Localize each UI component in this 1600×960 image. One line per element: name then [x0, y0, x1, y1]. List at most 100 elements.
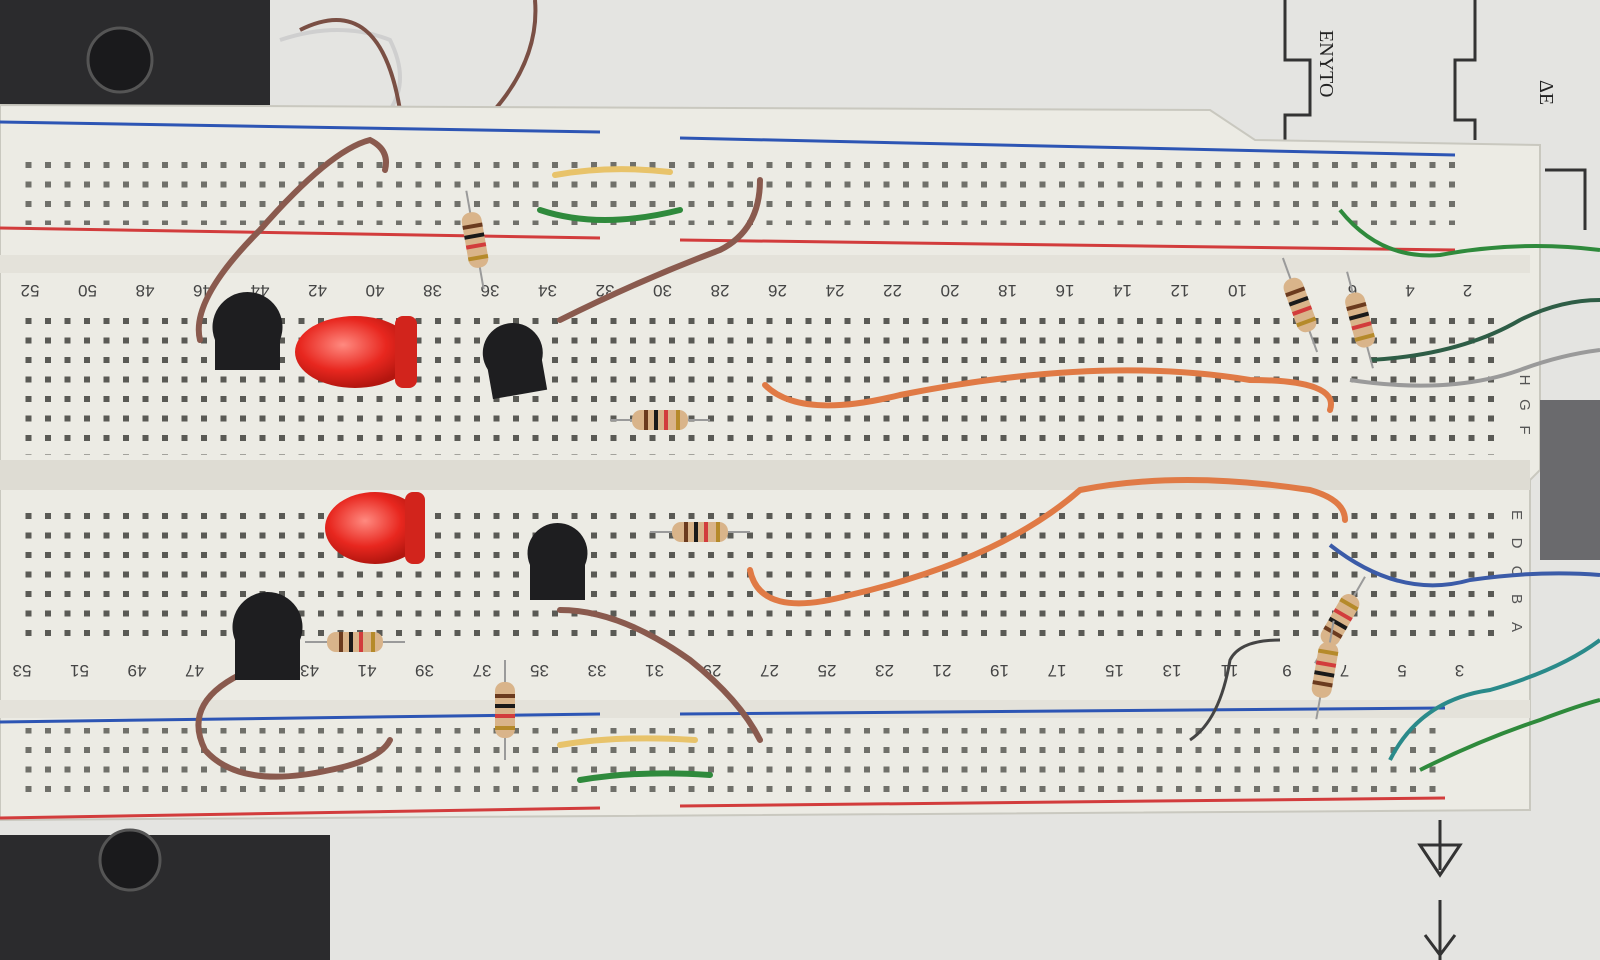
lower-row-letter: D — [1508, 538, 1525, 549]
led-lower-rim — [405, 492, 425, 564]
led-upper-rim — [395, 316, 417, 388]
lower-col-number: 23 — [875, 661, 894, 680]
upper-row-letter: H — [1516, 375, 1533, 386]
wire-black-lower — [1189, 638, 1281, 742]
wire-teal-ext — [1388, 638, 1600, 761]
wire-green-ext-2 — [1419, 698, 1600, 772]
resistors — [305, 190, 1375, 760]
upper-col-number: 4 — [1405, 281, 1414, 300]
wire-brown-loop-bottom — [195, 667, 393, 780]
upper-col-number: 38 — [423, 281, 442, 300]
wire-brown-loop-left — [195, 136, 389, 343]
lower-row-letter: C — [1508, 566, 1525, 577]
lower-col-number: 15 — [1105, 661, 1124, 680]
lower-col-number: 7 — [1340, 661, 1349, 680]
wire-green-ext-1 — [1338, 208, 1600, 258]
upper-col-number: 12 — [1171, 281, 1190, 300]
upper-col-number: 20 — [941, 281, 960, 300]
screw-hole-top — [86, 26, 154, 94]
upper-row-letters: H G F — [1516, 375, 1533, 435]
upper-col-number: 10 — [1228, 281, 1247, 300]
resistor — [610, 410, 710, 430]
upper-col-number: 2 — [1463, 281, 1472, 300]
upper-col-number: 28 — [711, 281, 730, 300]
lower-col-number: 41 — [358, 661, 377, 680]
lower-col-number: 51 — [70, 661, 89, 680]
lower-col-number: 25 — [818, 661, 837, 680]
upper-col-number: 24 — [826, 281, 845, 300]
upper-col-number: 50 — [78, 281, 97, 300]
resistor — [461, 190, 489, 290]
lower-col-number: 53 — [13, 661, 32, 680]
lower-col-number: 19 — [990, 661, 1009, 680]
upper-col-number: 36 — [481, 281, 500, 300]
upper-col-number: 14 — [1113, 281, 1132, 300]
power-module-bottom — [0, 835, 330, 960]
wire-white-top — [279, 28, 402, 112]
lower-col-number: 5 — [1397, 661, 1406, 680]
transistor-q1 — [212, 292, 283, 370]
lower-row-letters: E D C B A — [1508, 510, 1525, 632]
wire-darkgreen-ext — [1369, 298, 1600, 362]
upper-col-number: 42 — [308, 281, 327, 300]
lower-col-number: 39 — [415, 661, 434, 680]
wire-brown-mid — [557, 177, 763, 323]
upper-col-number: 40 — [366, 281, 385, 300]
top-rail-holes — [15, 150, 1455, 225]
bottom-red-rail-right — [679, 796, 1446, 808]
wire-grey-ext — [1349, 348, 1600, 388]
handwritten-note-2: ΔΕ — [1535, 80, 1557, 105]
bottom-red-rail-left — [0, 806, 601, 820]
lower-col-number: 47 — [185, 661, 204, 680]
transistors — [212, 292, 588, 680]
resistor — [1281, 257, 1319, 353]
transistor-q4 — [232, 592, 303, 680]
upper-col-number: 34 — [538, 281, 557, 300]
lower-row-letter: E — [1508, 510, 1525, 520]
upper-row-letter: F — [1516, 425, 1533, 434]
wire-green-top — [537, 207, 683, 223]
bottom-rail-holes — [15, 728, 1445, 798]
lower-col-number: 21 — [933, 661, 952, 680]
upper-col-number: 26 — [768, 281, 787, 300]
transistor-q3 — [527, 523, 588, 600]
wire-yellow-bottom — [557, 735, 698, 748]
resistor — [1311, 620, 1339, 720]
lower-col-number: 9 — [1282, 661, 1291, 680]
wire-yellow-top — [552, 166, 673, 178]
top-red-rail-left — [0, 226, 601, 240]
lower-column-numbers: 5351494745434139373533312927252321191715… — [13, 661, 1465, 680]
upper-col-number: 16 — [1056, 281, 1075, 300]
lower-col-number: 17 — [1048, 661, 1067, 680]
led-lower — [325, 492, 425, 564]
lower-col-number: 13 — [1163, 661, 1182, 680]
lower-col-number: 43 — [300, 661, 319, 680]
wire-orange-lower — [747, 477, 1348, 607]
lower-col-number: 27 — [760, 661, 779, 680]
lower-row-letter: B — [1508, 594, 1525, 604]
upper-col-number: 52 — [21, 281, 40, 300]
upper-row-letter: G — [1516, 399, 1533, 411]
led-upper — [295, 316, 415, 388]
lower-col-number: 33 — [588, 661, 607, 680]
upper-col-number: 22 — [883, 281, 902, 300]
resistor — [305, 632, 405, 652]
lower-col-number: 35 — [530, 661, 549, 680]
lower-col-number: 37 — [473, 661, 492, 680]
transistor-q2 — [482, 323, 548, 400]
screw-hole-bottom — [98, 828, 162, 892]
upper-col-number: 48 — [136, 281, 155, 300]
side-connector — [1540, 400, 1600, 560]
lower-row-letter: A — [1508, 622, 1525, 632]
wire-green-bottom — [577, 770, 713, 783]
resistor — [1345, 271, 1375, 369]
schematic-sketch — [1283, 0, 1587, 960]
resistor — [650, 522, 750, 542]
leds — [295, 316, 425, 564]
top-red-rail-right — [679, 238, 1456, 252]
wire-orange-upper — [762, 367, 1334, 413]
wire-blue-ext — [1328, 543, 1600, 588]
lower-col-number: 31 — [645, 661, 664, 680]
wire-brown-bottom-mid — [557, 607, 763, 743]
